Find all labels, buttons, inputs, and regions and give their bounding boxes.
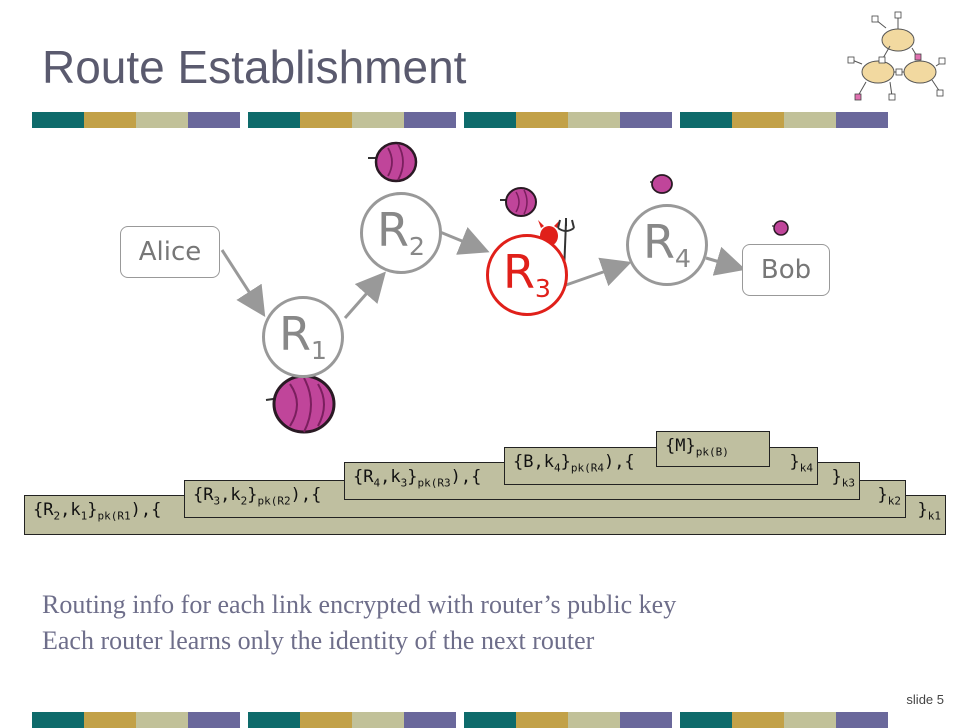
onion-icon	[772, 220, 789, 236]
layer-3-left-mid: ,k	[380, 467, 401, 487]
layer-2-left: {R	[193, 485, 214, 505]
band-segment	[84, 112, 136, 128]
caption-line-2: Each router learns only the identity of …	[42, 626, 595, 655]
layer-1-pk: pk(R	[97, 509, 124, 523]
layer-3-right: }	[831, 467, 842, 487]
layer-2-left-tail: ),{	[290, 485, 322, 505]
arrow-r4-bob	[705, 246, 746, 276]
layer-3-left: {R	[353, 467, 374, 487]
layer-2-left-end: }	[247, 485, 258, 505]
layer-1-pk-sub: 1	[123, 509, 131, 523]
layer-4-left-tail: ),{	[603, 452, 635, 472]
router-r1: R1	[262, 296, 344, 378]
slide-number: slide 5	[906, 692, 944, 707]
layer-1-left-tail: ),{	[130, 500, 162, 520]
layer-4-pk: pk(R	[570, 461, 598, 475]
layer-2-left-sub: 3	[213, 494, 221, 508]
layer-2-pk: pk(R	[257, 494, 284, 508]
router-r4: R4	[626, 204, 708, 286]
layer-4-left-end: }	[560, 452, 571, 472]
band-segment	[836, 112, 888, 128]
layer-4-left: {B,k	[513, 452, 554, 472]
network-logo-icon	[847, 11, 946, 101]
router-r4-letter: R	[642, 215, 675, 269]
bob-label: Bob	[760, 255, 812, 285]
router-r2: R2	[360, 192, 442, 274]
layer-3-left-sub2: 3	[400, 476, 408, 490]
layer-3-right-sub: k3	[841, 476, 855, 490]
band-segment	[784, 112, 836, 128]
message-text: {M}	[665, 436, 696, 456]
layer-2-left-sub2: 2	[240, 494, 248, 508]
layer-4-pk-sub: 4	[597, 461, 604, 475]
layer-3-pk-sub: 3	[443, 476, 451, 490]
onion-icon	[368, 141, 418, 183]
router-r2-letter: R	[376, 203, 409, 257]
layer-1-left-mid: ,k	[60, 500, 81, 520]
alice-node: Alice	[120, 226, 220, 278]
layer-3-left-sub: 4	[373, 476, 381, 490]
layer-4-right-sub: k4	[799, 461, 813, 475]
band-segment	[568, 112, 620, 128]
router-r2-sub: 2	[408, 231, 426, 261]
band-segment	[404, 112, 456, 128]
router-r1-sub: 1	[310, 335, 328, 365]
layer-4-left-sub: 4	[553, 461, 561, 475]
layer-3-pk: pk(R	[417, 476, 444, 490]
arrow-r2-r3	[439, 227, 490, 255]
layer-1-right-sub: k1	[927, 509, 941, 523]
page-title: Route Establishment	[42, 41, 467, 93]
layer-2-right-sub: k2	[887, 494, 901, 508]
band-segment	[136, 112, 188, 128]
router-r4-sub: 4	[674, 243, 692, 273]
band-segment	[352, 112, 404, 128]
band-segment	[248, 112, 300, 128]
band-segment	[464, 112, 516, 128]
layer-1-left-sub: 2	[53, 509, 61, 523]
arrow-r1-r2	[343, 271, 386, 319]
band-segment	[32, 112, 84, 128]
band-segment	[188, 112, 240, 128]
layer-1-left: {R	[33, 500, 54, 520]
layer-3-left-end: }	[407, 467, 418, 487]
layer-2-right: }	[877, 485, 888, 505]
arrow-r3-r4	[565, 257, 632, 287]
onion-icon	[500, 187, 537, 217]
bob-node: Bob	[742, 244, 830, 296]
layer-2-pk-sub: 2	[283, 494, 291, 508]
top-color-band	[32, 112, 896, 128]
router-r1-letter: R	[278, 307, 311, 361]
layer-2-left-mid: ,k	[220, 485, 241, 505]
layer-4-right: }	[789, 452, 800, 472]
onion-icon	[265, 374, 336, 434]
band-segment	[620, 112, 672, 128]
band-segment	[680, 112, 732, 128]
caption-line-1: Routing info for each link encrypted wit…	[42, 590, 677, 619]
band-segment	[732, 112, 784, 128]
band-segment	[516, 112, 568, 128]
layer-1-left-sub2: 1	[80, 509, 88, 523]
band-segment	[300, 112, 352, 128]
message-pk: pk(B)	[695, 445, 729, 459]
arrow-alice-r1	[220, 249, 266, 318]
layer-3-left-tail: ),{	[450, 467, 482, 487]
alice-label: Alice	[138, 237, 202, 267]
router-r3-sub: 3	[534, 273, 552, 303]
router-r3-letter: R	[502, 245, 535, 299]
message-core: {M}pk(B)	[656, 431, 770, 467]
onion-icon	[650, 174, 673, 194]
layer-1-right: }	[917, 500, 928, 520]
router-r3-compromised: R3	[486, 234, 568, 316]
layer-1-left-end: }	[87, 500, 98, 520]
